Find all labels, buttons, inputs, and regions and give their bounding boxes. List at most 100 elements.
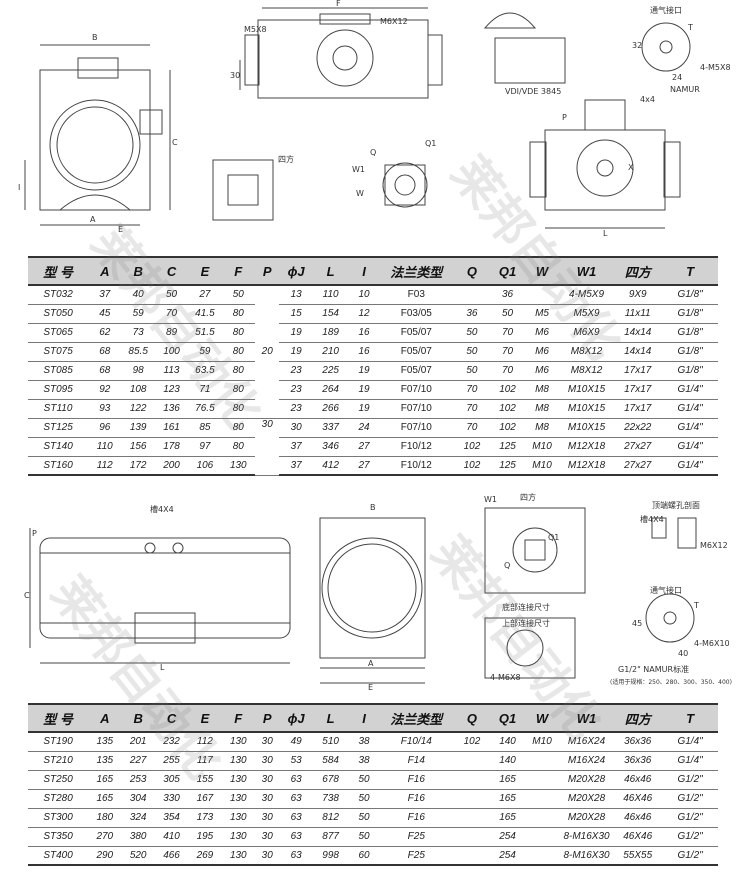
header-e: E [188,703,222,733]
table-cell [453,751,491,771]
table-cell: 195 [188,827,222,847]
svg-text:W1: W1 [352,165,365,174]
table-cell: 37 [279,456,313,476]
table-cell: 68 [88,342,122,362]
table-cell: 50 [348,789,380,809]
header-w: W [524,256,560,286]
table-cell: 161 [154,418,189,438]
table-cell: 165 [490,789,525,809]
table-cell: 80 [221,323,255,343]
cell-model: ST085 [28,361,89,381]
table-cell: F07/10 [379,399,454,419]
table-cell: 70 [154,304,189,324]
table-cell: 27 [348,456,380,476]
table-cell: 23 [279,399,313,419]
table-cell: 50 [453,323,491,343]
table-cell: 63 [279,770,313,790]
table-cell: 19 [279,323,313,343]
table-cell: 180 [88,808,122,828]
table-cell: M10X15 [559,399,614,419]
table-cell: 178 [154,437,189,457]
table-cell: M10 [524,456,560,476]
table-cell: 37 [279,437,313,457]
table-cell: 410 [154,827,189,847]
table-cell [524,789,560,809]
cell-model: ST032 [28,285,89,305]
table-cell: 227 [121,751,155,771]
svg-text:B: B [92,33,98,42]
cell-model: ST160 [28,456,89,476]
table-cell: 46X46 [613,827,663,847]
table-cell: 165 [88,770,122,790]
header-w1: W1 [559,703,614,733]
header-f: F [221,256,255,286]
svg-text:G1/2" NAMUR标准: G1/2" NAMUR标准 [618,664,689,674]
table-cell: 155 [188,770,222,790]
table-cell: 17x17 [613,380,663,400]
table-cell: 290 [88,846,122,866]
table-cell: 165 [490,770,525,790]
table-cell: 63 [279,808,313,828]
table-cell [524,751,560,771]
table-cell: 51.5 [188,323,222,343]
svg-text:四方: 四方 [278,154,294,164]
table-cell: 70 [490,323,525,343]
table-cell: 10 [348,285,380,305]
table-cell: 96 [88,418,122,438]
table-cell: 466 [154,846,189,866]
cell-model: ST065 [28,323,89,343]
table-cell: F03/05 [379,304,454,324]
header-w: W [524,703,560,733]
table-cell: 60 [348,846,380,866]
header-i: I [348,256,380,286]
table-cell: 50 [490,304,525,324]
svg-text:M6X12: M6X12 [700,541,728,550]
table-header-row: 型 号 A B C E F P ϕJ L I 法兰类型 Q Q1 W W1 四方… [28,703,718,733]
svg-text:上部连接尺寸: 上部连接尺寸 [502,618,550,628]
table-cell: 8-M16X30 [559,827,614,847]
table-cell: M12X18 [559,456,614,476]
cell-model: ST125 [28,418,89,438]
svg-text:32: 32 [632,41,642,50]
table-cell: 123 [154,380,189,400]
table-cell: 80 [221,380,255,400]
table-cell: 27 [188,285,222,305]
table-header-row: 型 号 A B C E F P ϕJ L I 法兰类型 Q Q1 W W1 四方… [28,256,718,286]
svg-text:通气接口: 通气接口 [650,5,682,15]
svg-text:C: C [172,138,178,147]
table-cell: 70 [490,342,525,362]
table-cell: M6 [524,323,560,343]
table-cell: F03 [379,285,454,305]
table-cell: 97 [188,437,222,457]
table-cell: 92 [88,380,122,400]
table-cell: 30 [254,846,280,866]
header-c: C [154,703,189,733]
table-cell: 812 [312,808,349,828]
table-cell: 19 [348,380,380,400]
header-square: 四方 [613,703,663,733]
header-t: T [662,256,718,286]
drawing-top: B C I A E F M5X8 M6X12 30 四方 Q Q1 W1 W V… [0,0,750,250]
table-cell: F14 [379,751,454,771]
cell-model: ST190 [28,732,89,752]
table-cell: 23 [279,361,313,381]
table-cell: 130 [221,827,255,847]
table-cell: 50 [453,361,491,381]
table-cell: 412 [312,456,349,476]
table-cell: 76.5 [188,399,222,419]
table-cell: 15 [279,304,313,324]
table-cell: 210 [312,342,349,362]
header-f: F [221,703,255,733]
table-cell: 330 [154,789,189,809]
table-cell: M6 [524,342,560,362]
svg-text:T: T [693,601,699,610]
table-cell: M5X9 [559,304,614,324]
header-q1: Q1 [490,703,525,733]
table-cell: M10 [524,732,560,752]
cell-model: ST075 [28,342,89,362]
